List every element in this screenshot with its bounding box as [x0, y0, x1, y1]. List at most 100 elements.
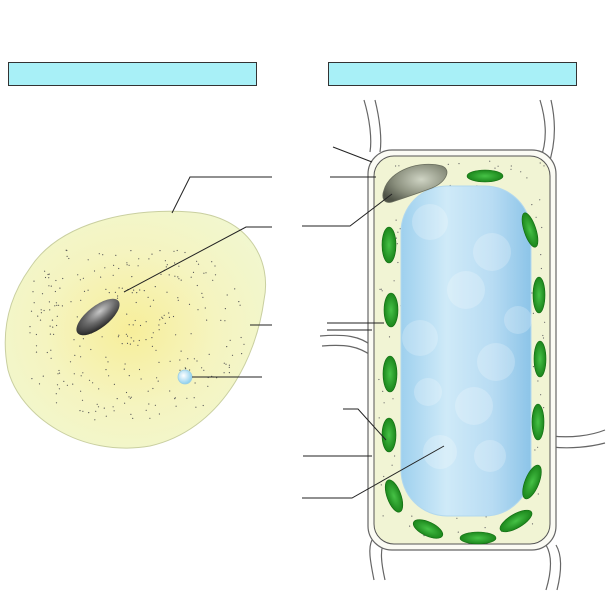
cytoplasm-granule [393, 280, 395, 282]
cytoplasm-granule [186, 397, 188, 399]
cytoplasm-granule [129, 343, 131, 345]
cytoplasm-granule [138, 339, 140, 342]
cytoplasm-granule [158, 324, 160, 326]
cytoplasm-granule [239, 304, 241, 306]
cytoplasm-granule [98, 253, 100, 255]
cytoplasm-granule [212, 279, 214, 281]
cytoplasm-granule [382, 515, 384, 517]
cytoplasm-granule [494, 167, 496, 169]
cytoplasm-granule [116, 297, 119, 299]
cytoplasm-granule [140, 378, 142, 380]
cytoplasm-granule [112, 274, 114, 276]
cytoplasm-granule [381, 290, 383, 292]
cytoplasm-granule [128, 324, 130, 326]
cytoplasm-granule [397, 231, 399, 233]
chloroplasts [381, 169, 547, 545]
cytoplasm-granule [33, 280, 35, 282]
chloroplast [499, 509, 533, 533]
cytoplasm-granule [151, 253, 153, 255]
chloroplast [531, 403, 545, 441]
cytoplasm-granule [139, 289, 141, 291]
cytoplasm-granule [96, 403, 98, 405]
cytoplasm-granule [61, 305, 64, 307]
cytoplasm-granule [177, 299, 179, 301]
cytoplasm-granule [160, 273, 162, 275]
cytoplasm-granule [397, 261, 399, 264]
cytoplasm-granule [188, 303, 191, 305]
cytoplasm-granule [510, 165, 512, 167]
cytoplasm-granule [159, 319, 161, 321]
cytoplasm-granule [202, 404, 204, 407]
cytoplasm-granule [135, 301, 137, 304]
cytoplasm-granule [154, 286, 156, 288]
cytoplasm-granule [174, 275, 176, 277]
cytoplasm-granule [380, 484, 382, 486]
cytoplasm-granule [180, 279, 182, 281]
cytoplasm-granule [225, 363, 227, 365]
plant-leader-lines [302, 146, 445, 499]
cytoplasm-granule [88, 379, 91, 381]
cytoplasm-granule [73, 373, 75, 375]
cytoplasm-granule [187, 358, 189, 360]
cytoplasm-granule [113, 383, 115, 385]
cytoplasm-granule [42, 375, 44, 377]
cytoplasm-granule [205, 272, 207, 274]
cytoplasm-granule [220, 319, 222, 321]
cytoplasm-granule [234, 288, 236, 290]
cytoplasm-granule [190, 276, 192, 278]
cytoplasm-granule [228, 364, 230, 366]
cytoplasm-granule [90, 348, 92, 351]
cytoplasm-granule [388, 336, 391, 338]
cytoplasm-granule [103, 407, 105, 409]
cytoplasm-granule [164, 322, 166, 324]
cytoplasm-granule [49, 333, 52, 335]
cytoplasm-granule [56, 384, 59, 386]
cytoplasm-granule [29, 332, 31, 334]
plant-large-vacuole [400, 185, 532, 517]
cytoplasm-granule [134, 319, 136, 322]
cytoplasm-granule [378, 417, 380, 419]
cytoplasm-granule [80, 299, 82, 301]
cytoplasm-granule [497, 165, 499, 167]
cytoplasm-granule [204, 307, 206, 309]
cytoplasm-granule [165, 266, 167, 268]
plant-nucleus [382, 163, 448, 203]
animal-cell-membrane [4, 210, 267, 449]
vacuole-bubble [402, 320, 438, 356]
cytoplasm-granule [108, 292, 110, 294]
cytoplasm-granule [76, 316, 78, 318]
cytoplasm-granule [231, 354, 234, 356]
chloroplast [383, 292, 399, 328]
cytoplasm-granule [228, 372, 230, 374]
cytoplasm-granule [80, 390, 82, 392]
cytoplasm-granule [152, 299, 155, 301]
cytoplasm-granule [168, 316, 170, 318]
cytoplasm-granule [211, 261, 213, 263]
cytoplasm-granule [81, 399, 84, 401]
cytoplasm-granule [162, 317, 164, 319]
cytoplasm-granule [130, 337, 132, 339]
cytoplasm-granule [531, 204, 533, 206]
cytoplasm-granule [164, 260, 166, 262]
animal-leader-lines [123, 176, 272, 378]
cytoplasm-granule [223, 362, 225, 364]
cytoplasm-granule [193, 397, 195, 399]
cytoplasm-granule [177, 276, 179, 278]
cytoplasm-granule [105, 415, 107, 417]
chloroplast [412, 519, 444, 539]
cytoplasm-granule [148, 403, 150, 405]
vacuole-bubble [455, 387, 493, 425]
cytoplasm-granule [132, 417, 134, 419]
cytoplasm-granule [66, 384, 68, 386]
leader-line-cell-membrane [171, 176, 272, 214]
cytoplasm-granule [68, 257, 70, 260]
cytoplasm-granule [82, 338, 84, 340]
cytoplasm-granule [49, 325, 51, 327]
cytoplasm-granule [80, 356, 82, 358]
vacuole-bubble [414, 378, 442, 406]
cytoplasm-granule [56, 324, 58, 327]
cytoplasm-granule [179, 359, 181, 361]
cytoplasm-granule [52, 326, 54, 328]
cytoplasm-granule [37, 315, 39, 317]
